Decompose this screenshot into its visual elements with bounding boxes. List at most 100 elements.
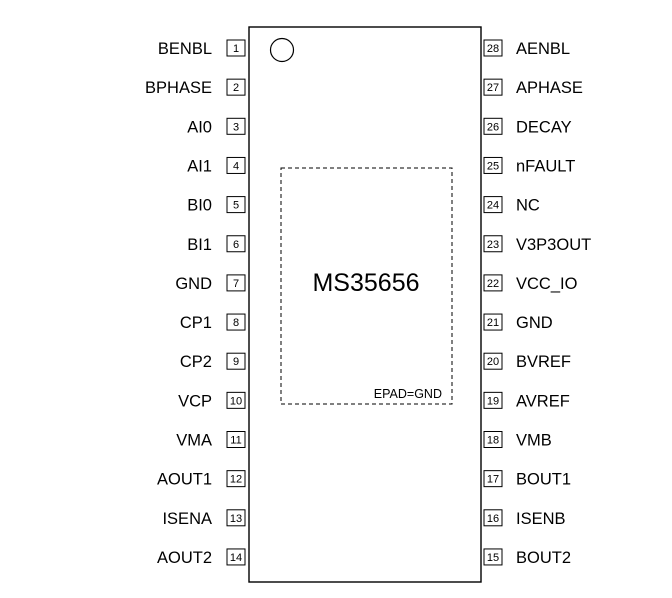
pin-number: 24 [487,200,499,212]
pin-group: 1BENBL2BPHASE3AI04AI15BI06BI17GND8CP19CP… [145,39,591,567]
pin-number: 7 [233,278,239,290]
pin-box [483,196,503,214]
pin-label: ISENA [162,510,212,528]
pin-13: 13 ISENA [162,509,246,528]
pin-label: BPHASE [145,79,212,97]
pin-label: CP2 [180,353,212,371]
pin-number: 4 [233,160,239,172]
pin-label: VMA [176,432,212,450]
pin-1: 1 BENBL [158,39,246,58]
pin-box [226,274,246,292]
pin-21: 21 GND [483,313,553,332]
pin-5: 5 BI0 [187,196,246,215]
pin1-marker [269,37,295,63]
pin-number: 6 [233,239,239,251]
pin-label: GND [516,314,553,332]
pin-number: 9 [233,356,239,368]
pin-number: 2 [233,82,239,94]
pin-box [483,391,503,409]
pin-box [226,39,246,57]
pin-number: 8 [233,317,239,329]
pin-23: 23 V3P3OUT [483,235,591,254]
pin-box [483,548,503,566]
pin-box [226,156,246,174]
pin-label: BOUT2 [516,549,571,567]
pin-box [226,196,246,214]
pin-box [226,548,246,566]
ic-body [248,26,482,583]
pin-number: 26 [487,121,499,133]
pin-box [483,235,503,253]
pin-12: 12 AOUT1 [157,470,246,489]
pin-label: BI0 [187,197,212,215]
pin-8: 8 CP1 [180,313,246,332]
pin-26: 26 DECAY [483,117,572,136]
pin-16: 16 ISENB [483,509,566,528]
pin-number: 20 [487,356,499,368]
pin-label: VCC_IO [516,275,578,293]
pin-27: 27 APHASE [483,78,583,97]
pin-label: V3P3OUT [516,236,591,254]
pin-17: 17 BOUT1 [483,470,571,489]
pin-box [226,470,246,488]
pin-number: 23 [487,239,499,251]
pin-22: 22 VCC_IO [483,274,578,293]
pin-3: 3 AI0 [187,117,246,136]
pin-number: 17 [487,474,499,486]
pin-box [226,431,246,448]
pin-number: 1 [233,43,239,55]
pin-box [483,274,503,292]
pin-2: 2 BPHASE [145,78,246,97]
pin-label: AI0 [187,118,212,136]
pin-number: 22 [487,278,499,290]
pin-label: DECAY [516,118,572,136]
pin-number: 16 [487,513,499,525]
pin-label: BI1 [187,236,212,254]
pin-label: CP1 [180,314,212,332]
pin-number: 12 [230,474,242,486]
pin-18: 18 VMB [483,431,552,450]
pin-box [483,470,503,488]
pin-label: VMB [516,432,552,450]
pin-label: APHASE [516,79,583,97]
pin-number: 19 [487,395,499,407]
pin-box [226,352,246,370]
pin-box [483,156,503,174]
pin-number: 13 [230,513,242,525]
pin-28: 28 AENBL [483,39,570,58]
pin-7: 7 GND [175,274,246,293]
pin-label: BVREF [516,353,571,371]
pin-number: 5 [233,200,239,212]
pin-label: GND [175,275,212,293]
pin-label: BENBL [158,40,212,58]
pin-number: 27 [487,82,499,94]
pin-box [483,78,503,96]
pin-box [483,431,503,448]
epad-outline [280,167,453,405]
epad-label: EPAD=GND [374,387,442,401]
pin-box [226,117,246,135]
pin-number: 21 [487,317,499,329]
pin-label: AI1 [187,157,212,175]
pin-label: AENBL [516,40,570,58]
pin-label: BOUT1 [516,471,571,489]
pin-label: AOUT1 [157,471,212,489]
pin-label: ISENB [516,510,566,528]
pin-number: 3 [233,121,239,133]
pin-number: 28 [487,43,499,55]
pin-label: VCP [178,392,212,410]
chip-name: MS35656 [312,269,419,297]
pin-9: 9 CP2 [180,352,246,371]
pin-number: 18 [487,435,499,447]
pin-box [226,78,246,96]
pin-box [226,391,246,409]
pin-box [483,39,503,57]
